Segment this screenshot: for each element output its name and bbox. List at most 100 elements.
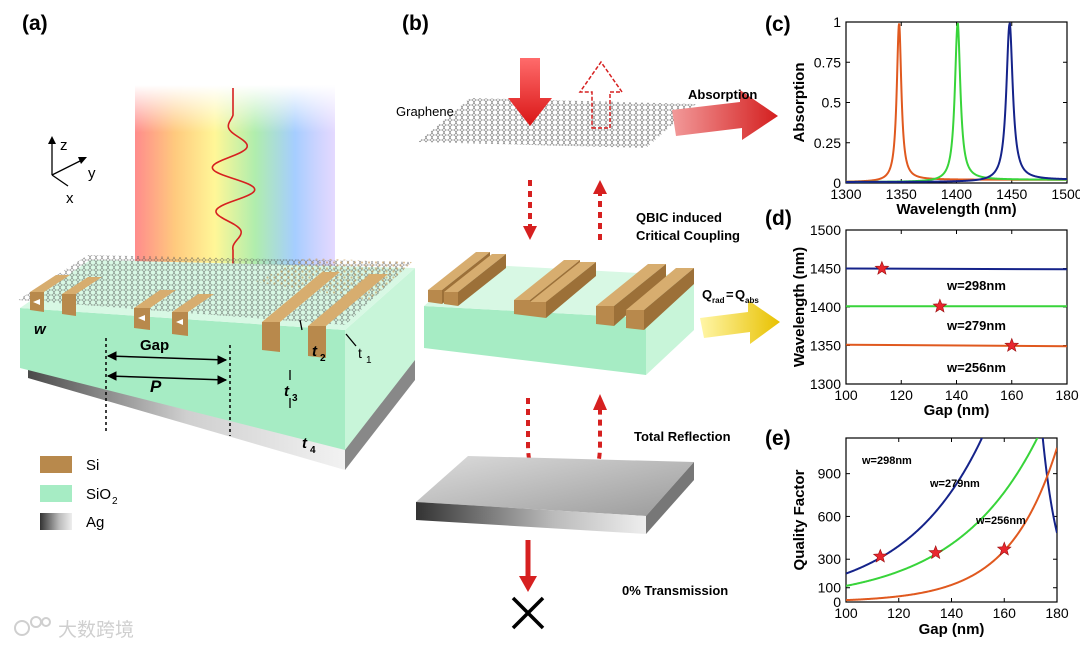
dim-t3-sub: 3 <box>292 393 298 404</box>
si-bar <box>530 262 596 318</box>
sio2-layer-side <box>345 268 415 450</box>
resonance-line-w=256nm <box>845 343 1068 348</box>
legend-label-ag: Ag <box>86 514 104 531</box>
q-equality-label: Q rad = Q abs <box>702 287 759 305</box>
series-label: w=279nm <box>929 478 980 490</box>
star-marker <box>874 260 890 275</box>
ag-plate-top <box>416 456 694 516</box>
total-reflection-label: Total Reflection <box>634 429 731 444</box>
x-tick-label: 100 <box>834 605 858 621</box>
x-tick-label: 180 <box>1045 605 1069 621</box>
dim-t1-label: t <box>358 345 362 361</box>
dim-w-label: w <box>34 321 47 338</box>
x-tick-label: 1300 <box>830 186 861 202</box>
y-tick-label: 0.5 <box>822 95 842 111</box>
y-tick-label: 1 <box>833 14 841 30</box>
panel-d-label: (d) <box>765 207 792 230</box>
x-tick-label: 140 <box>940 605 964 621</box>
x-tick-label: 100 <box>834 387 858 403</box>
si-bar <box>308 274 388 358</box>
x-tick-label: 160 <box>993 605 1017 621</box>
series-label: w=298nm <box>946 278 1006 293</box>
dim-t2-sub: 2 <box>320 353 326 364</box>
legend-item-sio2: SiO 2 <box>40 485 118 507</box>
x-axis-label: Gap (nm) <box>919 621 985 638</box>
si-bar <box>444 254 506 306</box>
y-tick-label: 1450 <box>810 261 841 277</box>
graphene-sheet-b <box>418 98 696 148</box>
dimension-annotations <box>105 319 357 436</box>
critical-coupling-arrow <box>700 300 780 344</box>
axis-x-label: x <box>66 190 74 207</box>
quality-factor-curve-w=298nm <box>846 438 984 575</box>
quality-factor-curve-branch <box>1041 438 1057 534</box>
q-abs-symbol: Q <box>735 287 745 302</box>
axes-triad: z y x <box>48 136 96 207</box>
absorption-label: Absorption <box>688 87 757 102</box>
dim-t4: t 4 <box>302 435 316 456</box>
y-tick-label: 1300 <box>810 376 841 392</box>
y-tick-label: 300 <box>818 551 842 567</box>
series-label: w=256nm <box>975 515 1026 527</box>
legend-item-si: Si <box>40 456 99 474</box>
legend-swatch-sio2 <box>40 485 72 502</box>
graphene-label: Graphene <box>396 104 454 119</box>
star-marker <box>928 544 944 560</box>
reflected-arrow-outline <box>578 60 624 129</box>
axis-z-label: z <box>60 137 68 154</box>
legend-label-si: Si <box>86 457 99 474</box>
y-tick-label: 0 <box>833 175 841 191</box>
transmission-label: 0% Transmission <box>622 583 728 598</box>
graphene-atoms <box>255 258 412 300</box>
qbic-label-line2: Critical Coupling <box>636 228 740 243</box>
si-bar <box>262 272 340 352</box>
ag-plate-side <box>646 462 694 534</box>
x-tick-label: 1400 <box>941 186 972 202</box>
x-tick-label: 140 <box>945 387 969 403</box>
q-abs-sub: abs <box>745 296 759 305</box>
series-label: w=298nm <box>861 455 912 467</box>
legend-swatch-ag <box>40 513 72 530</box>
legend-item-ag: Ag <box>40 513 104 531</box>
ag-plate-front <box>416 502 646 534</box>
absorption-arrow <box>672 90 778 140</box>
y-axis-label: Quality Factor <box>791 469 808 570</box>
dotted-down-arrowhead <box>523 226 537 240</box>
series-label: w=279nm <box>946 318 1006 333</box>
axis-y-label: y <box>88 165 96 182</box>
total-reflection-arrowhead <box>593 394 607 410</box>
y-tick-label: 100 <box>818 580 842 596</box>
x-tick-label: 180 <box>1055 387 1079 403</box>
y-tick-label: 1400 <box>810 299 841 315</box>
panel-b-label: (b) <box>402 12 429 35</box>
y-tick-label: 0.75 <box>814 54 841 70</box>
dim-t1: t 1 <box>358 345 372 366</box>
y-tick-label: 1350 <box>810 338 841 354</box>
absorption-curve-3 <box>846 22 1068 183</box>
dim-t4-sub: 4 <box>310 445 316 456</box>
legend-label-sio2-sub: 2 <box>112 496 118 507</box>
dim-p-label: P <box>150 377 162 396</box>
incident-wave <box>211 88 256 268</box>
dim-t2-label: t <box>312 343 318 360</box>
dotted-up-arrowhead <box>593 180 607 194</box>
si-bar <box>62 277 102 316</box>
quality-factor-curve-w=256nm <box>846 447 1057 602</box>
dim-gap-label: Gap <box>140 337 169 354</box>
grating-sio2-side <box>646 276 694 375</box>
watermark-logo-icon <box>14 616 51 636</box>
watermark-text: 大数跨境 <box>58 619 134 641</box>
x-tick-label: 1350 <box>886 186 917 202</box>
material-legend: Si SiO 2 Ag <box>40 456 118 531</box>
x-axis-label: Wavelength (nm) <box>896 201 1016 218</box>
qbic-label-line1: QBIC induced <box>636 210 722 225</box>
series-label: w=256nm <box>946 360 1006 375</box>
star-marker <box>932 298 948 313</box>
dim-t1-sub: 1 <box>366 355 372 366</box>
x-axis-label: Gap (nm) <box>924 402 990 419</box>
quality-factor-curve-w=279nm <box>846 438 1039 587</box>
